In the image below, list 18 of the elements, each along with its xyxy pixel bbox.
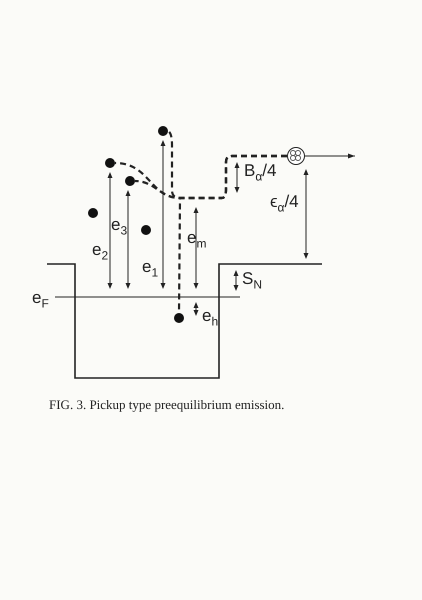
particle-dot [105, 158, 115, 168]
particle-dot [88, 208, 98, 218]
fermi-energy-label: e$_{F}$ [32, 289, 49, 310]
particle-dot [141, 225, 151, 235]
energy-label: e$_{3}$ [111, 216, 128, 236]
energy-label: e$_{1}$ [142, 258, 158, 278]
particle-dot [125, 176, 135, 186]
separation-energy-label: S$_{N}$ [242, 270, 262, 290]
energy-label: ϵ$_{α}$/4 [270, 193, 299, 214]
alpha-cluster [287, 147, 305, 165]
hole-energy-label: e$_{h}$ [202, 307, 218, 328]
particle-dot [174, 313, 184, 323]
figure-caption: FIG. 3. Pickup type preequilibrium emission. [49, 397, 284, 413]
energy-label: e$_{m}$ [187, 229, 206, 250]
energy-label: e$_{2}$ [92, 241, 108, 262]
particle-dot [158, 126, 168, 136]
barrier-label: B$_{α}$/4 [244, 162, 276, 182]
arrow [304, 154, 356, 158]
